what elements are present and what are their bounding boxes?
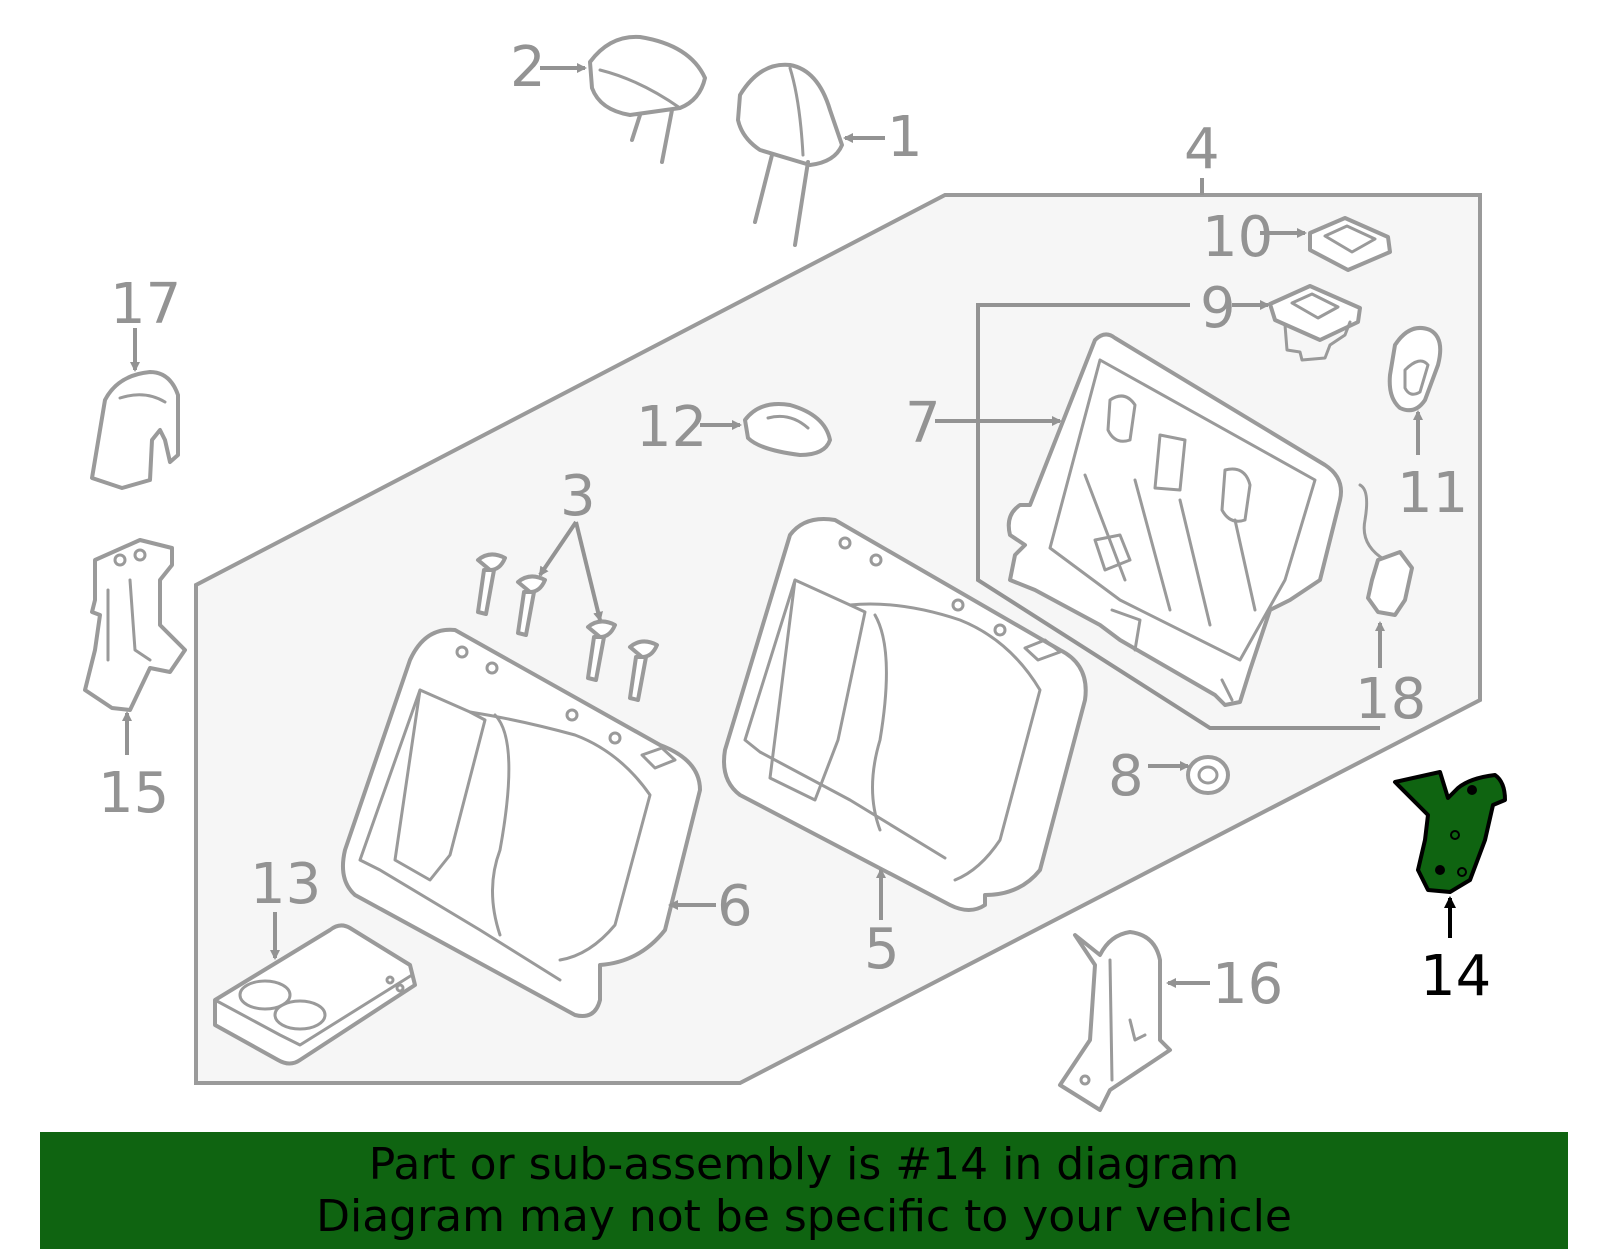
- callout-9: 9: [1200, 276, 1236, 341]
- banner-line-1: Part or sub-assembly is #14 in diagram: [368, 1139, 1240, 1190]
- callout-8: 8: [1108, 744, 1144, 809]
- callout-4: 4: [1184, 117, 1220, 182]
- bezel-10: [1308, 216, 1392, 272]
- seatback-6: [341, 627, 702, 1018]
- callout-3: 3: [560, 464, 596, 529]
- armrest-13: [213, 923, 417, 1066]
- bolts-3: [476, 552, 659, 702]
- callout-5: 5: [864, 917, 900, 982]
- callout-1: 1: [887, 105, 923, 170]
- callout-18: 18: [1355, 667, 1426, 732]
- callout-16: 16: [1212, 952, 1283, 1017]
- leader-lines: [122, 63, 1456, 988]
- pad-12: [743, 402, 832, 457]
- cover-17: [90, 370, 180, 490]
- harness-18: [1358, 483, 1414, 617]
- headrest-1: [736, 62, 844, 247]
- cover-11: [1387, 325, 1443, 413]
- callout-2: 2: [510, 35, 546, 100]
- frame-7: [1006, 332, 1343, 707]
- seatback-5: [722, 517, 1088, 912]
- callout-13: 13: [250, 852, 321, 917]
- callout-11: 11: [1397, 461, 1468, 526]
- headrest-2: [588, 34, 707, 164]
- callout-12: 12: [636, 395, 707, 460]
- banner-line-2: Diagram may not be specific to your vehi…: [316, 1191, 1292, 1242]
- bracket-15: [83, 538, 187, 712]
- callout-6: 6: [717, 874, 753, 939]
- callout-7: 7: [905, 391, 941, 456]
- info-banner: Part or sub-assembly is #14 in diagram D…: [40, 1132, 1568, 1249]
- callout-10: 10: [1202, 205, 1273, 270]
- callout-17: 17: [110, 272, 181, 337]
- bracket-14-highlighted: [1393, 770, 1507, 894]
- callout-14: 14: [1420, 944, 1491, 1009]
- latch-9: [1268, 284, 1362, 362]
- callout-15: 15: [98, 761, 169, 826]
- clip-8: [1186, 755, 1230, 795]
- trim-16: [1058, 930, 1172, 1112]
